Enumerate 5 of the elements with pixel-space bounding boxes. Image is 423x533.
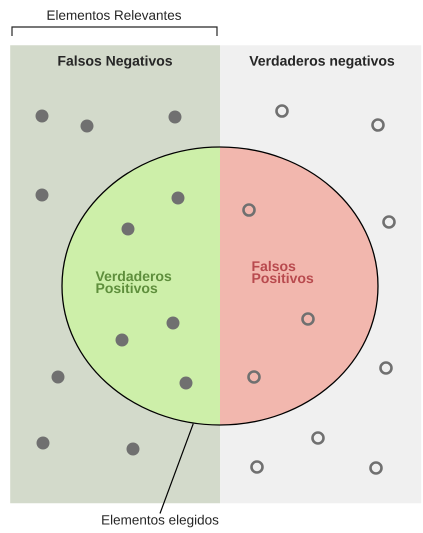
caption-text: Elementos elegidos <box>102 514 218 528</box>
region-label: Falsos Positivos <box>252 260 314 284</box>
selection-ellipse <box>61 146 379 426</box>
region-label: Verdaderos Positivos <box>96 270 172 294</box>
bracket-label: Elementos Relevantes <box>48 10 181 20</box>
